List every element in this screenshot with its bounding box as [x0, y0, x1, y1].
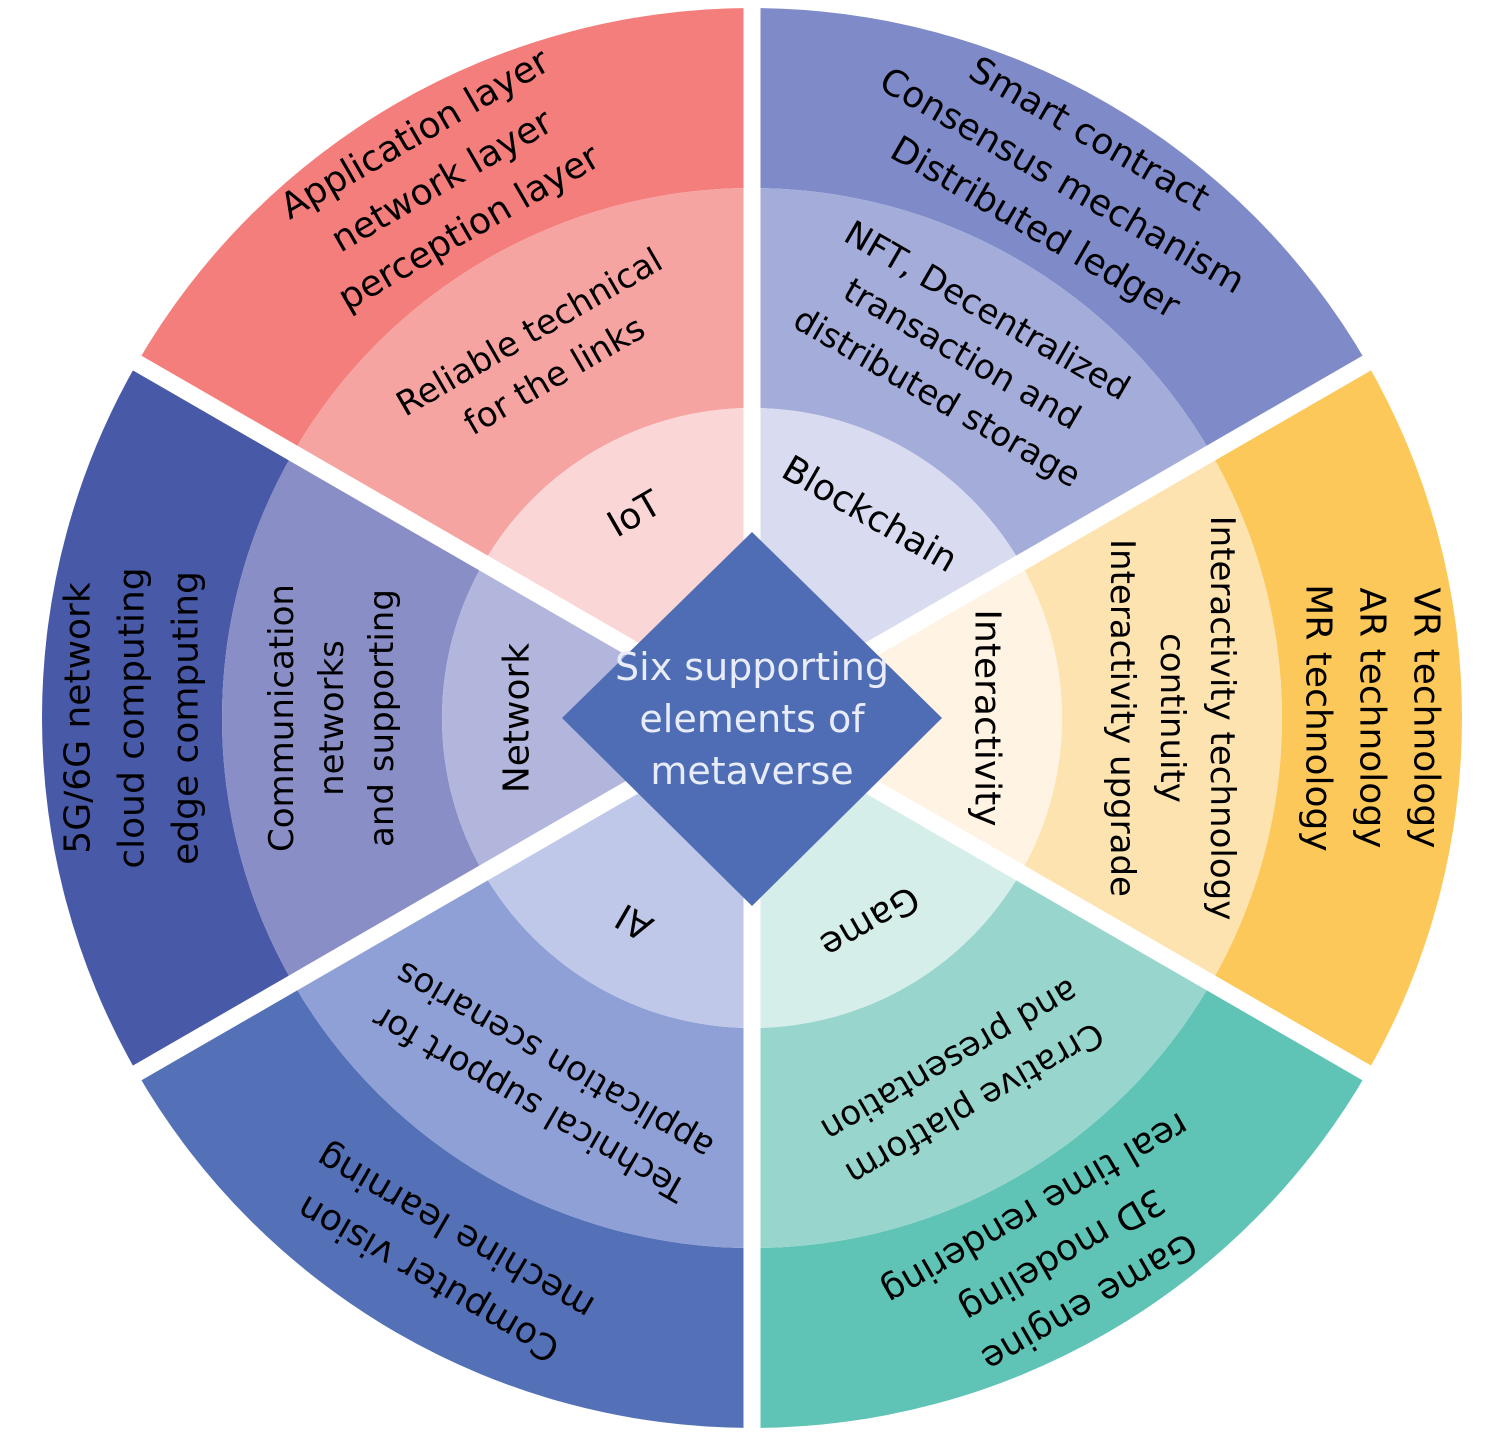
segment-interactivity-outer-line-3: MR technology	[1298, 584, 1339, 851]
segment-iot-outer-ring	[137, 8, 753, 453]
segment-interactivity-middle-line-1: Interactivity technology	[1202, 516, 1242, 921]
segment-blockchain-middle-ring	[752, 188, 1211, 563]
segment-interactivity-middle-line-2: continuity	[1152, 633, 1192, 803]
segment-interactivity-middle-ring	[1020, 453, 1282, 983]
center-label-line-3: metaverse	[650, 749, 853, 793]
segment-blockchain-outer-ring	[752, 8, 1367, 453]
segment-network-outer-line-2: cloud computing	[112, 567, 153, 868]
segment-interactivity-middle-line-3: Interactivity upgrade	[1102, 539, 1142, 897]
segment-network-outer-ring	[41, 363, 294, 1073]
segment-interactivity-outer-line-1: VR technology	[1406, 588, 1447, 849]
segment-ai-outer-ring	[137, 983, 753, 1428]
segment-interactivity-outer-line-2: AR technology	[1352, 588, 1393, 849]
segment-network-middle-ring	[221, 453, 484, 983]
segment-interactivity-outer-ring	[1210, 363, 1462, 1073]
segment-game-outer-ring	[752, 983, 1367, 1428]
center-label-line-2: elements of	[639, 697, 866, 741]
segment-network-middle-line-1: Communication	[262, 584, 302, 852]
segment-network-outer-line-3: edge computing	[166, 571, 207, 865]
segment-network-middle-line-3: and supporting	[362, 589, 402, 847]
center-diamond	[562, 532, 942, 906]
segment-network-name-line-1: Network	[497, 643, 538, 793]
segment-network-middle-line-2: networks	[312, 640, 352, 796]
segment-interactivity-name-line-1: Interactivity	[967, 609, 1008, 826]
segment-interactivity	[752, 363, 1462, 1073]
center-diamond-group: Six supporting elements of metaverse	[562, 532, 942, 906]
center-label-line-1: Six supporting	[615, 645, 889, 689]
segment-iot-middle-ring	[293, 188, 752, 563]
segment-network-outer-line-1: 5G/6G network	[58, 582, 99, 854]
segment-game-middle-ring	[752, 873, 1211, 1248]
segment-network	[41, 363, 752, 1073]
segment-ai-middle-ring	[293, 873, 752, 1248]
